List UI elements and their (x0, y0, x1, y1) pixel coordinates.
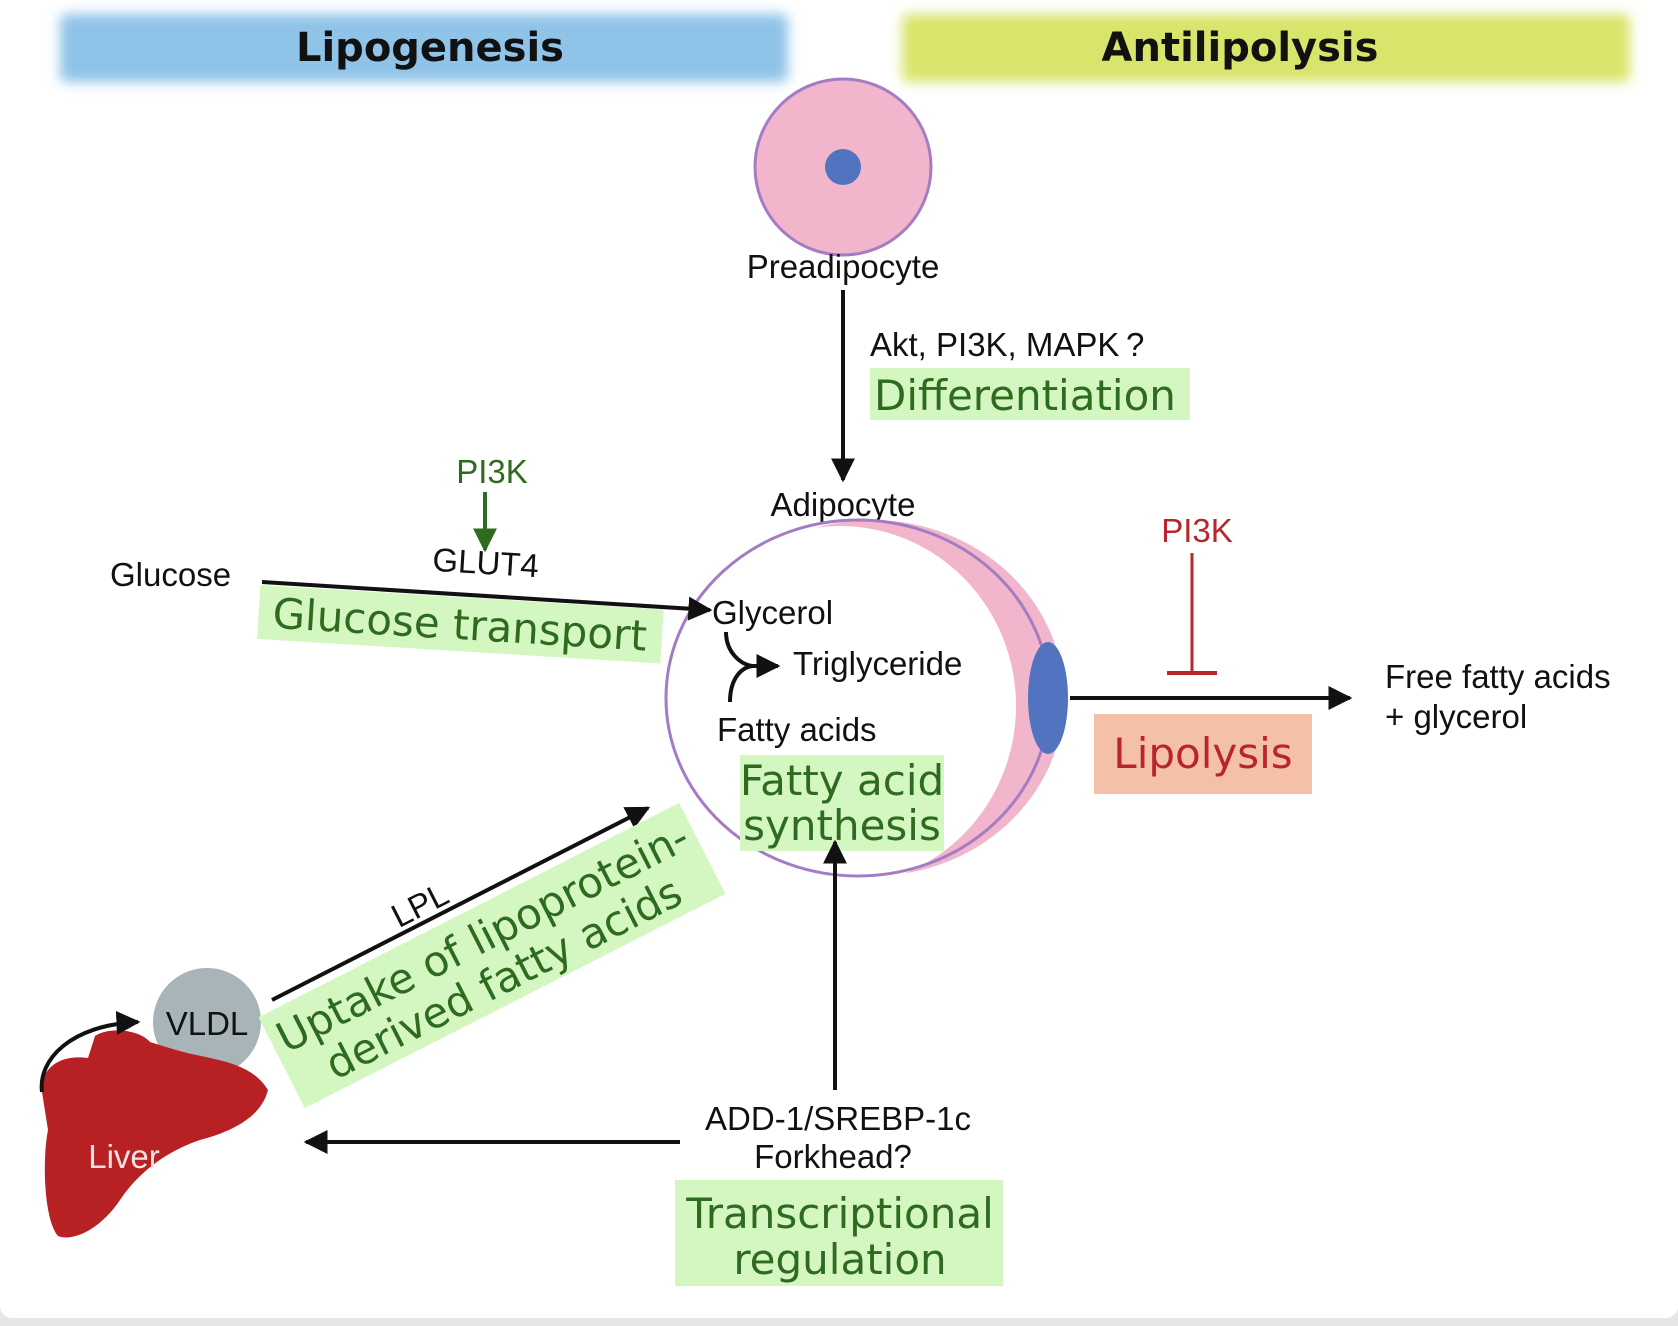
preadipocyte-nucleus (825, 149, 861, 185)
uptake-highlight (258, 802, 726, 1109)
ffa-label-line1: Free fatty acids (1385, 658, 1611, 695)
lipogenesis-header: Lipogenesis (60, 14, 788, 82)
differentiation-highlight (870, 368, 1190, 420)
adipocyte-label: Adipocyte (771, 486, 916, 523)
liver-icon (41, 1030, 269, 1238)
uptake-process: Uptake of lipoprotein- derived fatty aci… (258, 802, 726, 1109)
pi3k-glut4-label: PI3K (456, 453, 528, 490)
antilipolysis-title: Antilipolysis (1102, 25, 1379, 71)
transcriptional-line2: regulation (733, 1235, 946, 1284)
fatty-acid-synthesis-line1: Fatty acid (740, 756, 944, 805)
liver-label: Liver (88, 1138, 160, 1175)
differentiation-signals: Akt, PI3K, MAPK ? (870, 326, 1144, 363)
lipolysis-process: Lipolysis (1113, 729, 1292, 778)
glycerol-label: Glycerol (712, 594, 833, 631)
lipogenesis-band (60, 14, 788, 82)
vldl-particle (153, 968, 261, 1076)
glucose-transport-arrow (261, 580, 713, 621)
transcriptional-line1: Transcriptional (685, 1189, 994, 1238)
antilipolysis-band (902, 14, 1630, 82)
lpl-uptake-arrow (271, 806, 651, 1002)
triglyceride-label: Triglyceride (793, 645, 962, 682)
add1-srebp-label: ADD-1/SREBP-1c (705, 1100, 971, 1137)
fatty-acids-label: Fatty acids (717, 711, 877, 748)
preadipocyte-label: Preadipocyte (747, 248, 940, 285)
esterification-arrow (724, 631, 778, 703)
antilipolysis-header: Antilipolysis (902, 14, 1630, 82)
liver-to-vldl-arrow (39, 1010, 141, 1093)
lipogenesis-title: Lipogenesis (296, 25, 564, 71)
glucose-label: Glucose (110, 556, 231, 593)
vldl-label: VLDL (166, 1005, 249, 1042)
transcriptional-highlight (675, 1180, 1003, 1286)
fatty-acid-synthesis-highlight (740, 755, 944, 851)
glucose-transport-highlight (257, 584, 664, 664)
fatty-acid-synthesis-line2: synthesis (743, 801, 941, 850)
ffa-label-line2: + glycerol (1385, 698, 1527, 735)
differentiation-process: Differentiation (874, 371, 1176, 420)
forkhead-label: Forkhead? (754, 1138, 912, 1175)
glucose-transport-process: Glucose transport (257, 584, 664, 664)
adipocyte-nucleus (1028, 642, 1068, 754)
lipolysis-highlight (1094, 714, 1312, 794)
preadipocyte-cell (753, 77, 933, 257)
pi3k-lipolysis-label: PI3K (1161, 512, 1233, 549)
